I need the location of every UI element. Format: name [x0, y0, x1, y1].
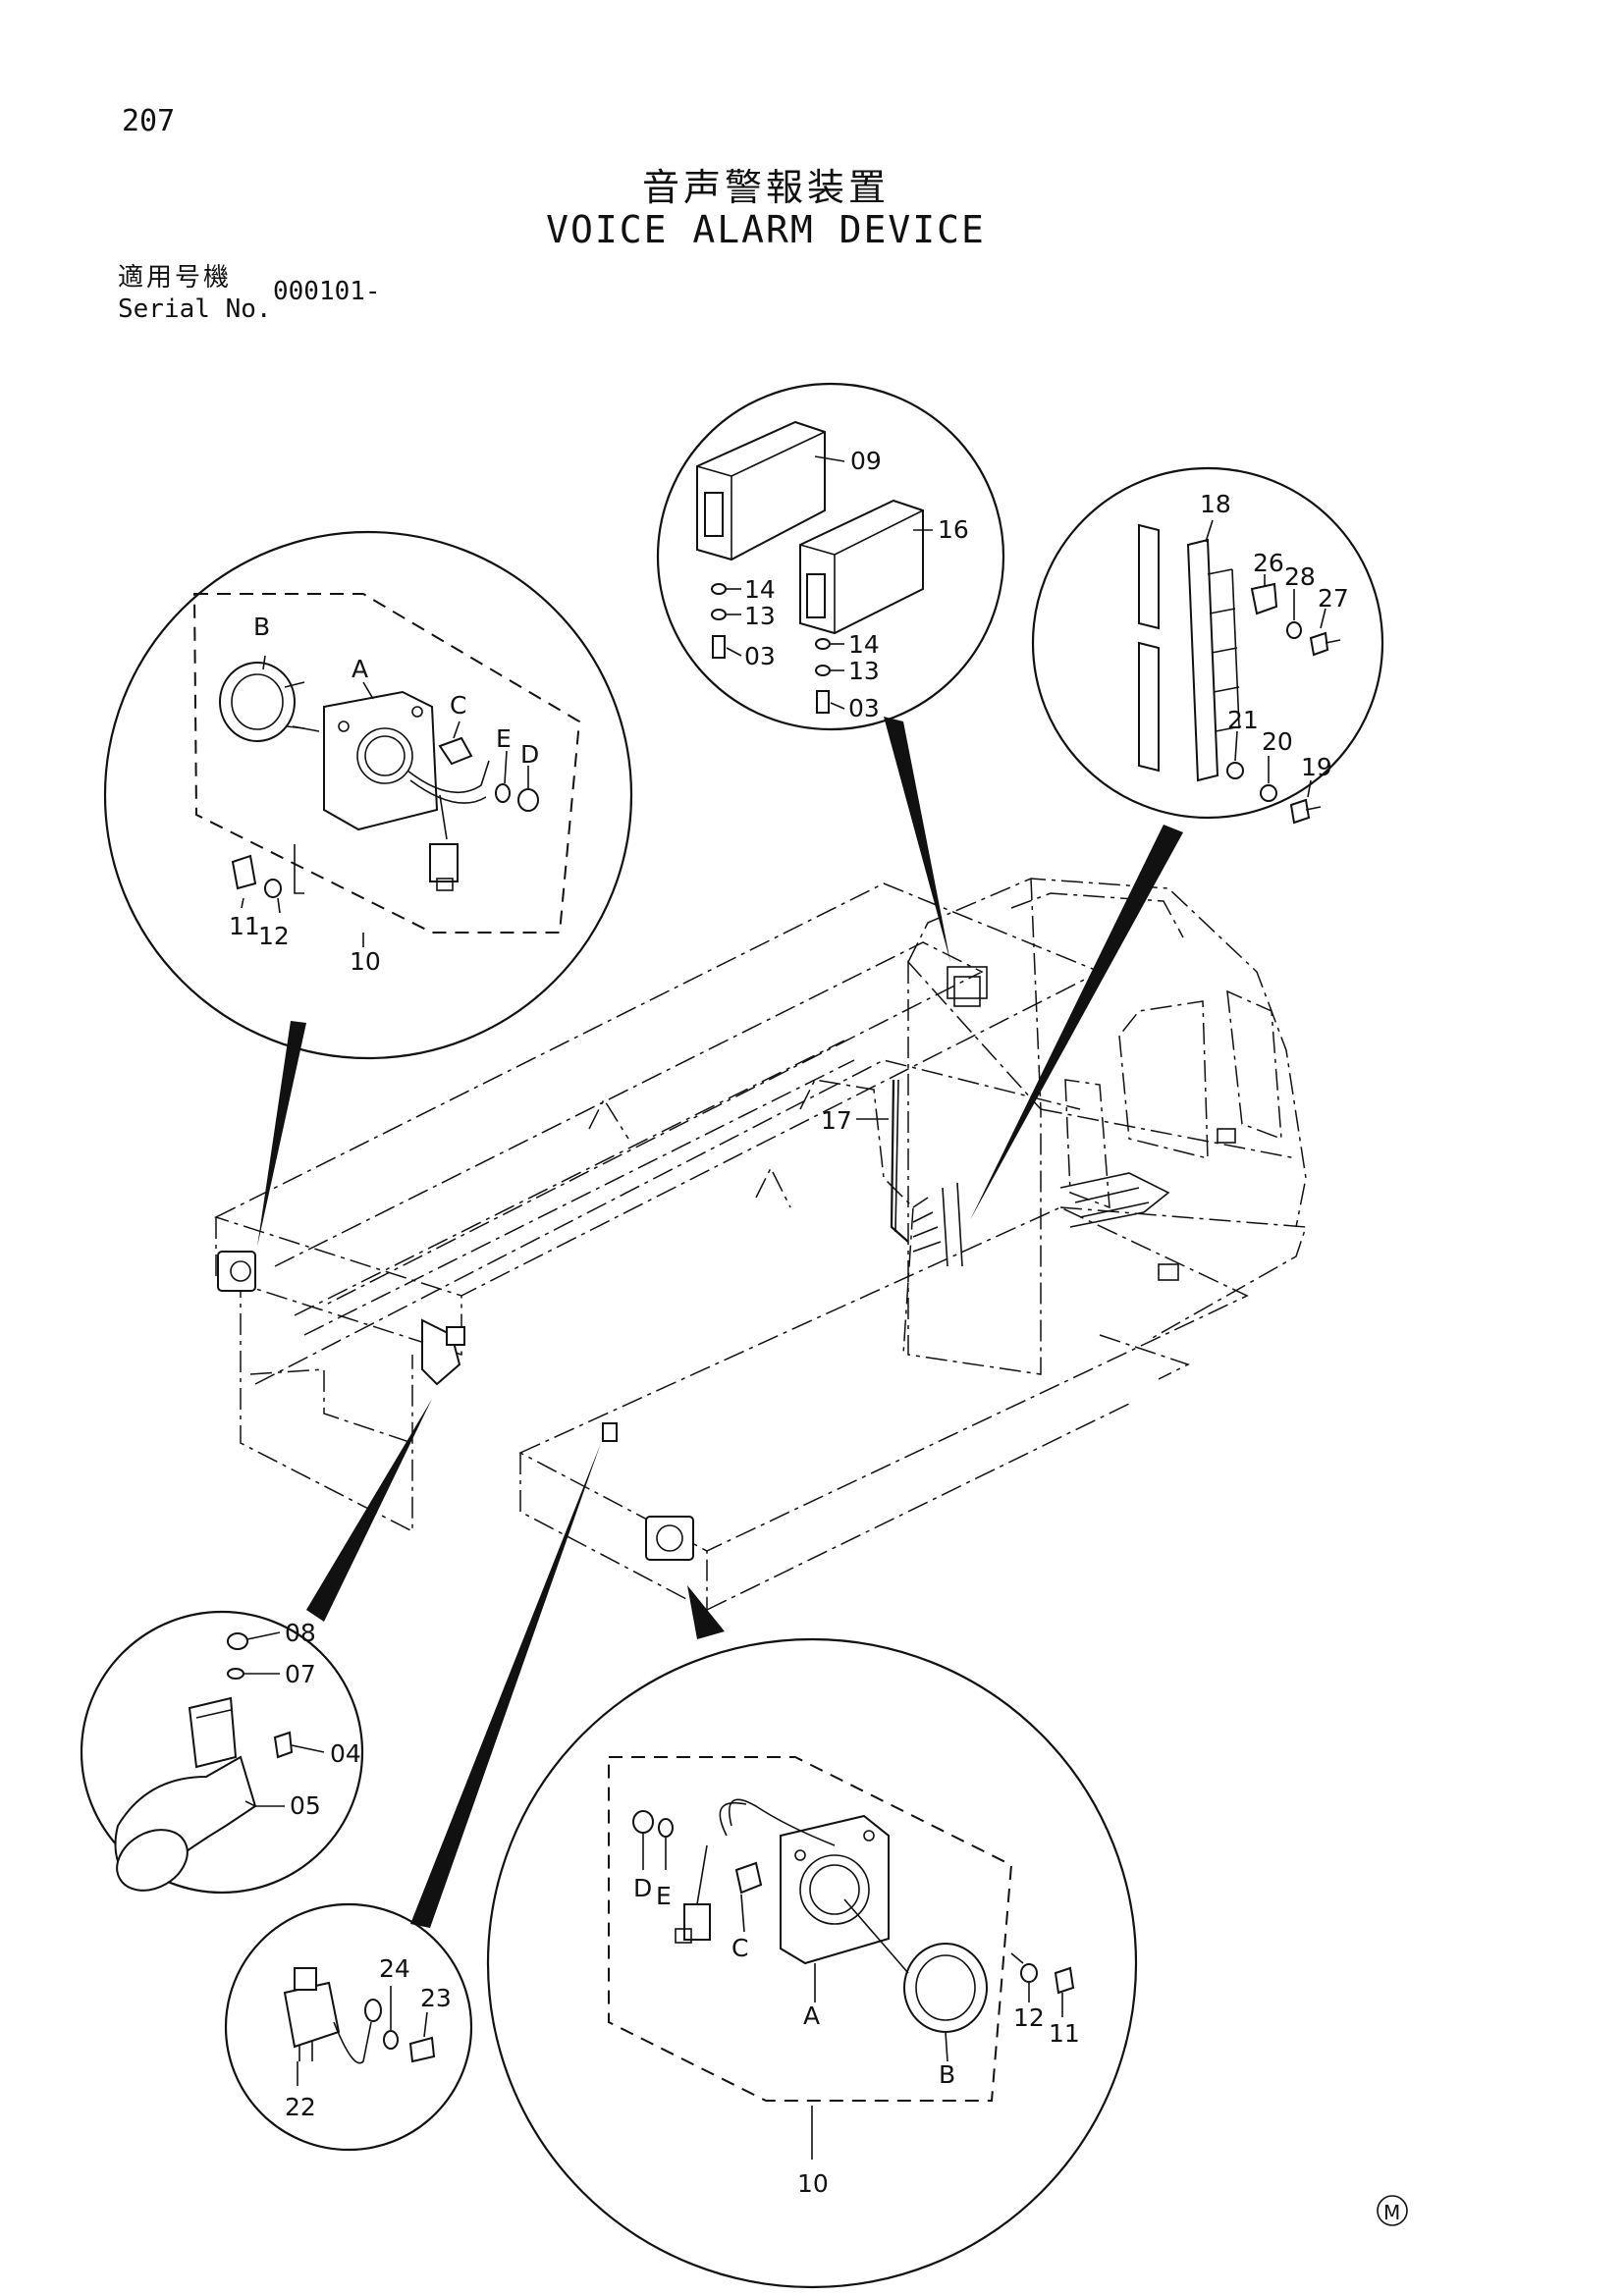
serial-number-range: 000101- [273, 277, 381, 306]
harness-callout: 17 [821, 1106, 889, 1135]
callout-E: E [656, 1882, 672, 1910]
callout-B: B [253, 613, 270, 641]
callout-05: 05 [290, 1791, 321, 1820]
callout-03: 03 [848, 694, 880, 722]
callout-D: D [520, 740, 539, 769]
callout-19: 19 [1301, 753, 1332, 781]
detail-speaker: 08 07 04 05 [80, 1610, 364, 1895]
callout-12: 12 [1013, 2003, 1045, 2032]
callout-17: 17 [821, 1106, 852, 1135]
callout-08: 08 [285, 1619, 316, 1647]
callout-23: 23 [420, 1984, 452, 2012]
page-title-japanese: 音声警報装置 [641, 166, 890, 209]
callout-04: 04 [330, 1739, 361, 1768]
machine-frame [214, 878, 1308, 1612]
callout-14: 14 [848, 630, 880, 659]
callout-A: A [803, 2002, 820, 2030]
callout-10: 10 [797, 2169, 829, 2198]
callout-C: C [450, 691, 466, 720]
detail-right-alarm-assembly: D E C A B 12 11 10 [486, 1637, 1138, 2289]
m-mark-letter: M [1383, 2201, 1400, 2224]
callout-18: 18 [1200, 490, 1231, 518]
callout-11: 11 [1049, 2019, 1080, 2048]
callout-E: E [496, 724, 512, 753]
callout-03: 03 [744, 642, 776, 670]
callout-21: 21 [1227, 706, 1259, 734]
callout-A: A [352, 655, 368, 683]
callout-13: 13 [744, 602, 776, 630]
callout-26: 26 [1253, 549, 1284, 577]
m-mark: M [1377, 2195, 1408, 2226]
leader-wedges [257, 717, 1183, 1928]
callout-10: 10 [350, 947, 381, 976]
serial-label-japanese: 適用号機 [118, 263, 233, 293]
callout-27: 27 [1318, 584, 1349, 613]
detail-left-alarm-assembly: B A C E D 11 12 10 [103, 530, 633, 1060]
callout-16: 16 [938, 515, 969, 544]
callout-28: 28 [1284, 562, 1316, 591]
detail-bracket: 18 26 28 27 21 20 19 [1031, 466, 1384, 825]
serial-label-english: Serial No. [118, 294, 272, 324]
page-title-english: VOICE ALARM DEVICE [546, 208, 986, 251]
callout-11: 11 [229, 912, 260, 940]
callout-09: 09 [850, 447, 882, 475]
callout-07: 07 [285, 1660, 316, 1688]
callout-24: 24 [379, 1954, 410, 1983]
callout-D: D [633, 1874, 652, 1902]
callout-22: 22 [285, 2093, 316, 2121]
detail-relay: 24 23 22 [224, 1902, 473, 2152]
callout-14: 14 [744, 575, 776, 604]
callout-C: C [731, 1934, 748, 1962]
detail-controllers: 09 16 14 13 03 14 13 03 [656, 382, 1005, 731]
page-number: 207 [122, 104, 176, 138]
callout-13: 13 [848, 657, 880, 685]
callout-B: B [939, 2060, 955, 2089]
callout-12: 12 [258, 922, 290, 950]
callout-20: 20 [1262, 727, 1293, 756]
